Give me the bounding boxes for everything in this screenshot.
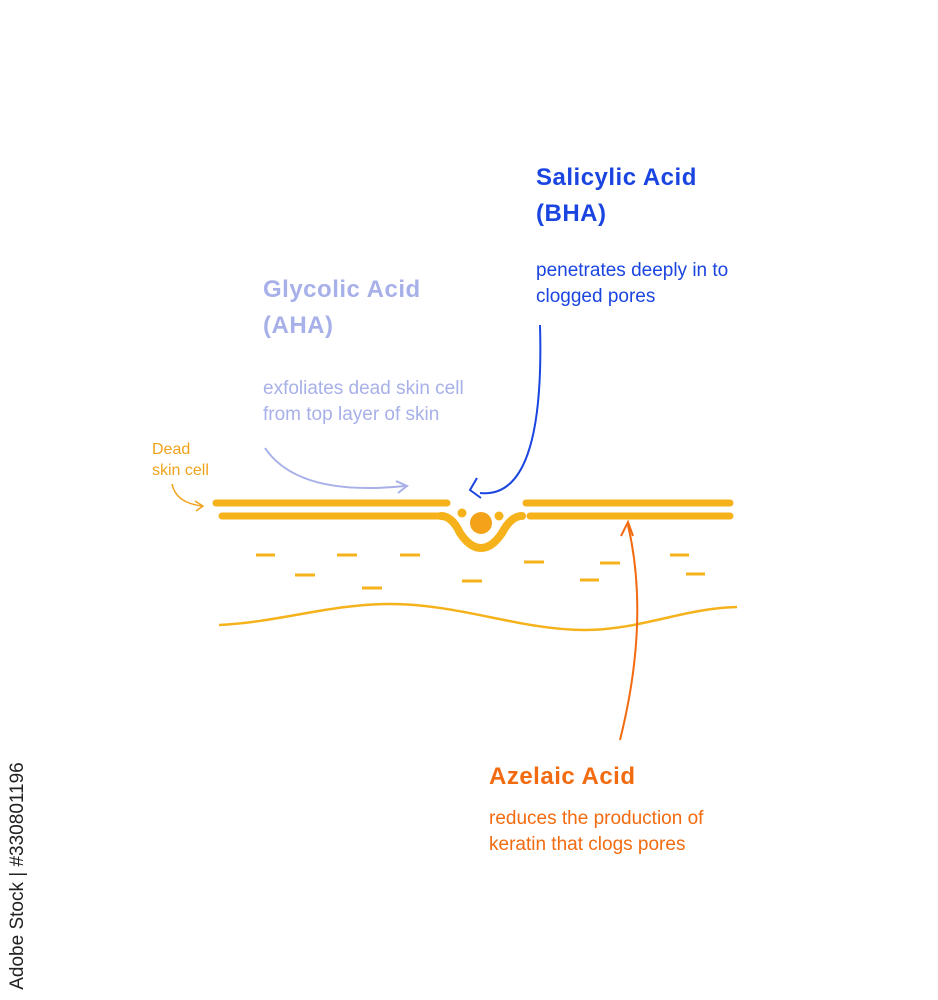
salicylic-desc-line1: penetrates deeply in to bbox=[536, 260, 729, 281]
salicylic-acid-description: penetrates deeply in to clogged pores bbox=[536, 258, 728, 310]
glycolic-desc-line2: from top layer of skin bbox=[263, 404, 440, 425]
dermis-boundary-line bbox=[218, 602, 738, 632]
glycolic-title-line2: (AHA) bbox=[263, 312, 334, 339]
salicylic-title-line2: (BHA) bbox=[536, 200, 607, 227]
glycolic-title-line1: Glycolic Acid bbox=[263, 276, 421, 303]
azelaic-arrow bbox=[619, 519, 639, 741]
glycolic-acid-description: exfoliates dead skin cell from top layer… bbox=[263, 376, 464, 428]
debris-dot-right bbox=[494, 511, 504, 521]
pore-plug bbox=[470, 512, 492, 534]
dead-skin-arrow bbox=[171, 483, 205, 512]
azelaic-desc-line2: keratin that clogs pores bbox=[489, 834, 686, 855]
skin-surface bbox=[212, 499, 734, 553]
stock-id-label: Adobe Stock | #330801196 bbox=[0, 756, 38, 996]
salicylic-title-line1: Salicylic Acid bbox=[536, 164, 697, 191]
salicylic-acid-title: Salicylic Acid (BHA) bbox=[536, 160, 697, 232]
dead-skin-line2: skin cell bbox=[152, 462, 209, 479]
salicylic-arrow bbox=[468, 324, 542, 499]
azelaic-desc-line1: reduces the production of bbox=[489, 808, 704, 829]
salicylic-desc-line2: clogged pores bbox=[536, 286, 656, 307]
pore-debris bbox=[457, 508, 504, 534]
clogged-pore bbox=[437, 512, 526, 553]
stock-id-text: Adobe Stock | #330801196 bbox=[7, 762, 28, 990]
debris-dot-left bbox=[457, 508, 467, 518]
dead-skin-line1: Dead bbox=[152, 441, 191, 458]
azelaic-acid-title: Azelaic Acid bbox=[489, 763, 636, 790]
azelaic-acid-description: reduces the production of keratin that c… bbox=[489, 806, 703, 858]
glycolic-arrow bbox=[264, 447, 409, 494]
glycolic-acid-title: Glycolic Acid (AHA) bbox=[263, 272, 421, 344]
dermis-dashes bbox=[256, 553, 705, 590]
glycolic-desc-line1: exfoliates dead skin cell bbox=[263, 378, 464, 399]
dead-skin-cell-label: Dead skin cell bbox=[152, 439, 209, 481]
